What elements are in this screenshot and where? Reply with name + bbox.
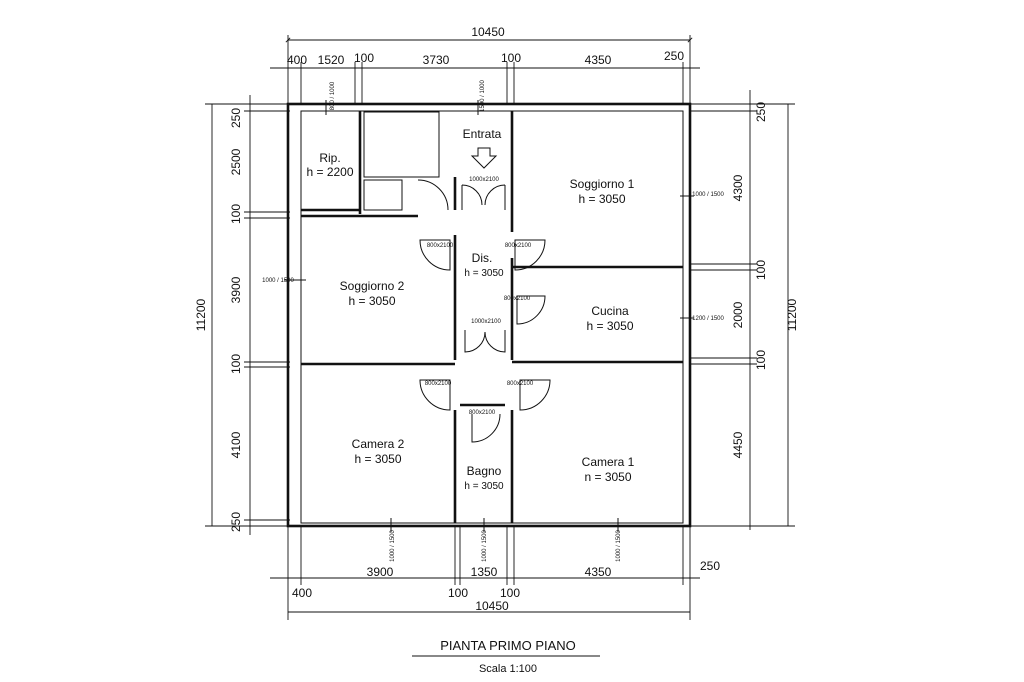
dim-top-5: 100 <box>501 51 521 65</box>
plan-scale: Scala 1:100 <box>479 663 537 675</box>
dimension-texts: 10450 400 1520 100 3730 100 4350 250 400… <box>194 25 799 613</box>
door-bagno <box>471 413 501 443</box>
dim-right-3: 100 <box>754 260 768 280</box>
outer-walls <box>286 102 692 528</box>
dim-top-2: 1520 <box>318 53 345 67</box>
stair-upper <box>363 111 440 178</box>
room-name-soggiorno2: Soggiorno 2 <box>340 279 405 293</box>
dim-right-4: 2000 <box>731 301 745 328</box>
dim-left-7: 250 <box>229 512 243 532</box>
window-label-cucina: 1200 / 1500 <box>692 316 724 322</box>
room-height-camera1: n = 3050 <box>584 470 631 484</box>
window-label-camera1: 1000 / 1500 <box>616 529 622 561</box>
dim-left-total: 11200 <box>194 298 208 331</box>
door-label-5: 800x2100 <box>507 381 534 387</box>
dim-left-2: 2500 <box>229 148 243 175</box>
stair-lower <box>363 179 403 211</box>
entrance-arrow-icon <box>470 147 498 169</box>
dim-right-2: 4300 <box>731 174 745 201</box>
door-dis-right <box>484 330 506 353</box>
interior-walls <box>301 111 683 523</box>
dim-left-6: 4100 <box>229 431 243 458</box>
doors <box>417 179 551 443</box>
dim-top-1: 400 <box>287 53 307 67</box>
dim-bottom-3: 100 <box>448 586 468 600</box>
dim-bottom-4: 1350 <box>471 565 498 579</box>
door-cucina <box>516 295 546 325</box>
dim-right-1: 250 <box>754 102 768 122</box>
room-height-rip: h = 2200 <box>306 165 353 179</box>
window-label-soggiorno2: 1000 / 1500 <box>262 278 294 284</box>
door-label-entrance: 1000x2100 <box>469 177 499 183</box>
room-height-soggiorno1: h = 3050 <box>578 192 625 206</box>
door-label-3: 800x2100 <box>504 296 531 302</box>
dim-bottom-1: 400 <box>292 586 312 600</box>
dim-top-4: 3730 <box>423 53 450 67</box>
room-height-camera2: h = 3050 <box>354 452 401 466</box>
door-camera1 <box>519 379 551 411</box>
door-stair <box>417 179 449 211</box>
door-label-bagno: 800x2100 <box>469 410 496 416</box>
dim-left-1: 250 <box>229 108 243 128</box>
room-name-camera1: Camera 1 <box>582 455 635 469</box>
dim-right-6: 4450 <box>731 431 745 458</box>
room-name-cucina: Cucina <box>591 304 629 318</box>
dim-top-6: 4350 <box>585 53 612 67</box>
window-label-rip: 800 / 1000 <box>330 81 336 110</box>
dim-left-4: 3900 <box>229 276 243 303</box>
room-name-dis: Dis. <box>472 251 493 265</box>
dim-bottom-6: 4350 <box>585 565 612 579</box>
room-name-camera2: Camera 2 <box>352 437 405 451</box>
dim-top-3: 100 <box>354 51 374 65</box>
window-label-camera2: 1000 / 1500 <box>390 529 396 561</box>
inner-wall-outline <box>300 110 684 524</box>
dim-left-3: 100 <box>229 204 243 224</box>
plan-title: PIANTA PRIMO PIANO <box>440 638 576 653</box>
door-soggiorno2 <box>419 239 451 271</box>
room-name-bagno: Bagno <box>467 464 502 478</box>
dim-bottom-7: 250 <box>700 559 720 573</box>
door-dis-left <box>464 330 486 353</box>
room-name-soggiorno1: Soggiorno 1 <box>570 177 635 191</box>
door-label-4: 800x2100 <box>425 381 452 387</box>
dim-bottom-5: 100 <box>500 586 520 600</box>
door-entrance-left <box>461 184 483 210</box>
dimension-lines <box>205 35 795 620</box>
dim-bottom-2: 3900 <box>367 565 394 579</box>
door-label-2: 800x2100 <box>505 243 532 249</box>
dim-top-total: 10450 <box>471 25 505 39</box>
title-block: PIANTA PRIMO PIANO Scala 1:100 <box>412 638 600 675</box>
room-name-entrata: Entrata <box>463 127 502 141</box>
window-label-entrance: 1500 / 1000 <box>480 79 486 111</box>
dim-bottom-total: 10450 <box>475 599 509 613</box>
room-height-soggiorno2: h = 3050 <box>348 294 395 308</box>
door-entrance-right <box>484 184 506 210</box>
door-camera2 <box>419 379 451 411</box>
window-label-soggiorno1: 1000 / 1500 <box>692 192 724 198</box>
dim-right-total: 11200 <box>785 298 799 331</box>
room-height-cucina: h = 3050 <box>586 319 633 333</box>
room-name-rip: Rip. <box>319 151 340 165</box>
room-labels: Rip. h = 2200 Entrata Soggiorno 1 h = 30… <box>306 127 634 492</box>
room-height-bagno: h = 3050 <box>464 481 504 492</box>
dim-right-5: 100 <box>754 350 768 370</box>
door-label-dis: 1000x2100 <box>471 319 501 325</box>
dim-left-5: 100 <box>229 354 243 374</box>
opening-labels: 800x2100 800x2100 800x2100 800x2100 800x… <box>262 79 724 561</box>
windows <box>284 100 694 532</box>
door-soggiorno1 <box>514 239 546 271</box>
window-label-bagno: 1000 / 1500 <box>482 529 488 561</box>
dim-top-7: 250 <box>664 49 684 63</box>
room-height-dis: h = 3050 <box>464 268 504 279</box>
door-label-1: 800x2100 <box>427 243 454 249</box>
outer-wall-outline <box>286 102 692 528</box>
